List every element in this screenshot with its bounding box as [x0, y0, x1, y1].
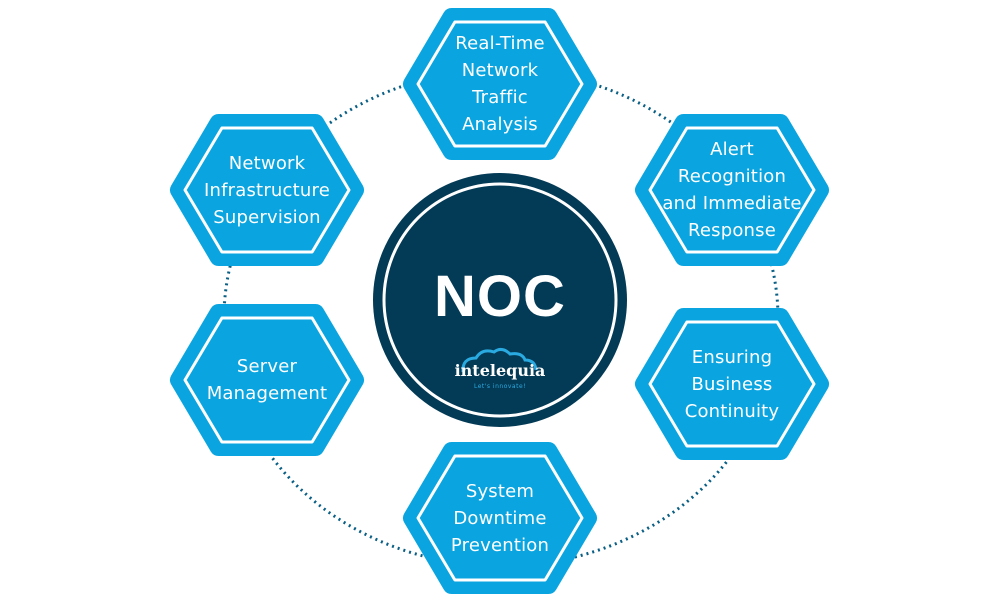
hexagon-node [403, 442, 597, 594]
hexagon-label-line: Management [206, 383, 328, 404]
hexagon-label-line: Supervision [213, 206, 321, 228]
hexagon-label-line: Continuity [684, 400, 780, 422]
logo-tagline: Let's innovate! [473, 383, 527, 390]
hexagon-label-line: Response [687, 220, 777, 241]
hexagon-inner-border [648, 126, 816, 254]
hexagon-label-line: Ensuring [691, 346, 773, 368]
hexagon-label-line: Network [461, 60, 539, 81]
hexagon-node [403, 8, 597, 160]
hexagon-node [635, 114, 829, 266]
hexagon-node [170, 304, 364, 456]
hexagon-label-line: Prevention [450, 534, 550, 556]
hexagon-inner-border [183, 316, 351, 444]
hexagon-label-line: Analysis [462, 114, 538, 135]
hexagon-label-line: Business [691, 373, 773, 395]
center-circle-ring [382, 182, 618, 418]
hexagon-label-line: Downtime [453, 507, 547, 529]
logo-wordmark: intelequia [454, 361, 546, 380]
center-circle [373, 173, 627, 427]
hexagon-inner-border [416, 20, 584, 148]
hexagon-label-line: Alert [710, 139, 754, 160]
hexagon-label-line: Network [228, 152, 306, 174]
hexagon-label-line: Real-Time [455, 33, 545, 54]
hexagon-label-line: Traffic [472, 87, 528, 108]
cloud-logo-icon [461, 347, 538, 373]
hexagon-node [170, 114, 364, 266]
hexagon-label-line: Server [236, 356, 298, 377]
hexagon-inner-border [416, 454, 584, 582]
hexagon-label-line: and Immediate [662, 193, 802, 214]
center-title: NOC [434, 264, 566, 329]
hexagon-node [635, 308, 829, 460]
hexagon-inner-border [183, 126, 351, 254]
hexagon-label-line: Infrastructure [204, 179, 330, 201]
hexagon-inner-border [648, 320, 816, 448]
hexagon-label-line: System [465, 480, 535, 502]
hexagon-label-line: Recognition [677, 166, 787, 187]
